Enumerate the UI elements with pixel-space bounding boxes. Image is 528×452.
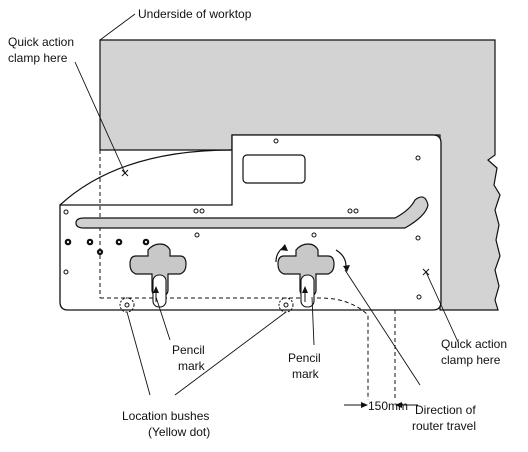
label-clamp-left-2: clamp here — [8, 51, 68, 65]
label-pencil-mid-1: Pencil — [288, 351, 321, 365]
rotation-arrowhead-left — [280, 244, 288, 251]
label-clamp-right-2: clamp here — [441, 353, 501, 367]
label-direction-1: Direction of — [415, 403, 476, 417]
dimension-arrowhead-left — [361, 402, 368, 408]
label-clamp-left-1: Quick action — [8, 35, 74, 49]
label-bushes-2: (Yellow dot) — [148, 425, 210, 439]
label-pencil-left-1: Pencil — [172, 343, 205, 357]
label-pencil-left-2: mark — [178, 359, 206, 373]
jig-long-slot — [75, 196, 429, 229]
label-bushes-1: Location bushes — [122, 409, 209, 423]
label-underside: Underside of worktop — [138, 7, 252, 21]
label-pencil-mid-2: mark — [292, 367, 320, 381]
left-handle — [129, 243, 187, 297]
jig-rect-opening — [242, 154, 306, 184]
rotation-arrowhead-right — [343, 265, 350, 272]
middle-handle — [277, 243, 335, 297]
jig-bold-holes — [64, 238, 150, 256]
label-distance: 150mm — [368, 399, 408, 413]
pencil-arrow-mid-head — [302, 286, 308, 293]
pencil-arrow-left-head — [153, 286, 159, 293]
leader-lines — [74, 13, 459, 396]
dimension-arrowhead-right — [395, 402, 402, 408]
middle-handle-slot — [300, 274, 315, 308]
label-direction-2: router travel — [412, 419, 476, 433]
jig-holes — [63, 138, 422, 300]
worktop-curved-edge — [59, 149, 233, 206]
label-clamp-right-1: Quick action — [441, 337, 507, 351]
